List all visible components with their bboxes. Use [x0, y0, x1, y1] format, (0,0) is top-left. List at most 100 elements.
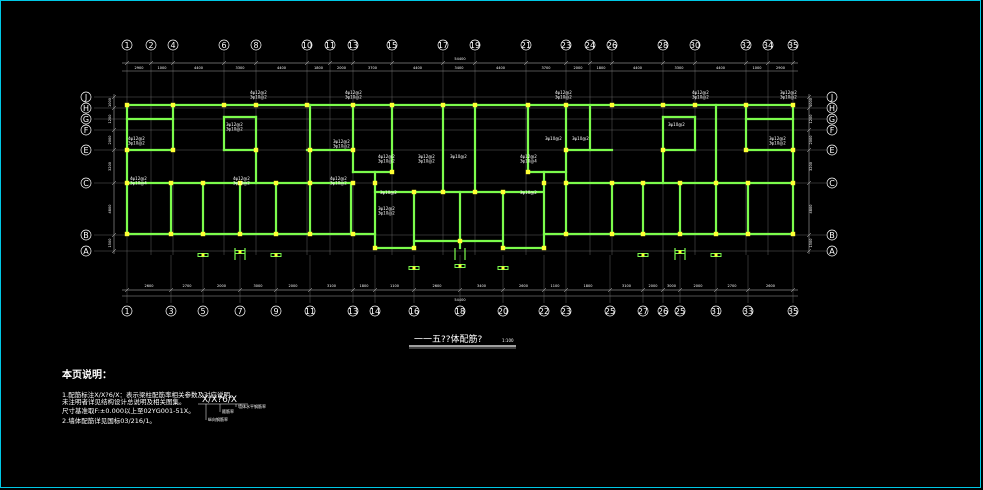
beam-note-18-line-1: 3ψ10@2 [555, 95, 572, 100]
bottom-dimension-value-0: 2600 [145, 284, 154, 288]
legend-label-1: 纵向钢筋率 [208, 416, 228, 422]
column-65 [790, 231, 796, 237]
axis-bubble-bottom-4-label: 9 [273, 307, 278, 316]
column-52 [307, 231, 313, 237]
bottom-dimension-value-2: 2000 [217, 284, 226, 288]
top-dimension-value-11: 3700 [542, 66, 551, 70]
axis-bubble-left-6-circle [80, 229, 92, 241]
axis-bubble-top-1-label: 2 [148, 41, 153, 50]
axis-bubble-top-14-circle [606, 39, 618, 51]
bottom-dimension-value-18: 2600 [766, 284, 775, 288]
axis-bubble-left-7-circle [80, 245, 92, 257]
beam-note-11-line-0: 4ψ12@2 [520, 154, 537, 159]
axis-bubble-right-2-circle [826, 113, 838, 125]
axis-bubble-top-12-circle [560, 39, 572, 51]
axis-bubble-left-4-label: E [83, 146, 88, 155]
axis-bubble-top-9-circle [437, 39, 449, 51]
axis-bubble-right-3-label: F [830, 126, 835, 135]
axis-bubble-right-7-circle [826, 245, 838, 257]
axis-bubble-top-7-label: 13 [348, 41, 358, 50]
beam-note-8-line-0: 4ψ12@2 [233, 176, 250, 181]
beam-note-5-line-1: 3ψ10@2 [378, 159, 395, 164]
axis-bubble-bottom-6-label: 13 [348, 307, 358, 316]
column-57 [500, 245, 506, 251]
beam-note-20-line-1: 3ψ10@2 [769, 141, 786, 146]
axis-bubble-right-3-circle [826, 124, 838, 136]
left-dimension-value-0: 1000 [108, 98, 112, 107]
bottom-dimension-value-4: 2000 [289, 284, 298, 288]
column-25 [124, 180, 130, 186]
column-27 [200, 180, 206, 186]
bay-column-7 [678, 250, 682, 254]
top-dimension-value-6: 2000 [337, 66, 346, 70]
axis-bubble-top-13-label: 24 [585, 41, 595, 50]
column-4 [304, 102, 310, 108]
right-dimension-value-2: 2000 [809, 136, 813, 145]
beam-note-2-line-1: 3ψ10@2 [345, 95, 362, 100]
axis-bubble-right-5-label: C [829, 179, 835, 188]
column-44 [713, 180, 719, 186]
right-dimension-value-0: 1000 [809, 98, 813, 107]
bay-column-4 [458, 264, 462, 268]
bay-column-3 [412, 266, 416, 270]
top-dimension-value-2: 4400 [194, 66, 203, 70]
beam-note-11-line-1: 3ψ10@4 [520, 159, 537, 164]
column-2 [221, 102, 227, 108]
top-dimension-value-8: 4400 [413, 66, 422, 70]
notes-line-4: 2.墙体配筋详见国标03/216/1。 [62, 416, 156, 425]
column-38 [525, 169, 531, 175]
column-49 [200, 231, 206, 237]
column-19 [307, 147, 313, 153]
column-3 [253, 102, 259, 108]
column-51 [273, 231, 279, 237]
bottom-dimension-value-14: 2000 [649, 284, 658, 288]
bottom-dimension-value-8: 2600 [433, 284, 442, 288]
beam-note-6-line-0: 4ψ12@2 [130, 176, 147, 181]
column-22 [660, 147, 666, 153]
bottom-dimension-value-13: 3100 [622, 284, 631, 288]
beam-note-1-line-1: 3ψ10@2 [226, 127, 243, 132]
right-dimension-value-5: 1500 [809, 239, 813, 248]
axis-bubble-bottom-14-label: 27 [638, 307, 648, 316]
column-40 [563, 180, 569, 186]
axis-bubble-bottom-13-circle [604, 305, 616, 317]
column-56 [457, 238, 463, 244]
axis-bubble-right-6-circle [826, 229, 838, 241]
axis-bubble-bottom-3-circle [234, 305, 246, 317]
bottom-dimension-value-15: 3000 [667, 284, 676, 288]
legend-formula: X/X?6/X [202, 395, 237, 405]
axis-bubble-left-7-label: A [83, 247, 89, 256]
beam-note-6-line-1: 3ψ10@4 [130, 181, 147, 186]
axis-bubble-top-4-circle [250, 39, 262, 51]
column-55 [411, 245, 417, 251]
column-13 [692, 102, 698, 108]
column-50 [237, 231, 243, 237]
beam-note-21-line-0: 3ψ12@2 [780, 90, 797, 95]
bottom-dimension-value-6: 1800 [360, 284, 369, 288]
drawing-scale: 1:100 [502, 338, 514, 343]
axis-bubble-top-5-label: 10 [302, 41, 312, 50]
axis-bubble-bottom-8-label: 16 [409, 307, 419, 316]
axis-bubble-right-1-label: H [829, 104, 835, 113]
axis-bubble-left-4-circle [80, 144, 92, 156]
axis-bubble-bottom-17-circle [710, 305, 722, 317]
bottom-dimension-value-9: 3400 [477, 284, 486, 288]
beam-note-7-line-1: 3ψ10@2 [378, 211, 395, 216]
notes-line-1: 1.配筋标注X/X?6/X：表示梁柱配筋率相关参数及对应说明。 [62, 390, 237, 399]
beam-note-18-line-0: 4ψ12@2 [555, 90, 572, 95]
beam-note-0-line-1: 3ψ10@2 [250, 95, 267, 100]
left-dimension-value-2: 2000 [108, 136, 112, 145]
bay-column-6 [641, 253, 645, 257]
top-dimension-total: 54400 [454, 57, 465, 61]
beam-note-4-line-0: 3ψ12@2 [333, 139, 350, 144]
axis-bubble-bottom-7-label: 14 [370, 307, 380, 316]
axis-bubble-left-3-label: F [84, 126, 89, 135]
top-dimension-value-3: 3300 [236, 66, 245, 70]
axis-bubble-left-0-label: J [84, 93, 87, 102]
column-12 [660, 102, 666, 108]
column-8 [472, 102, 478, 108]
bottom-dimension-value-1: 2700 [183, 284, 192, 288]
column-42 [640, 180, 646, 186]
axis-bubble-top-2-circle [167, 39, 179, 51]
